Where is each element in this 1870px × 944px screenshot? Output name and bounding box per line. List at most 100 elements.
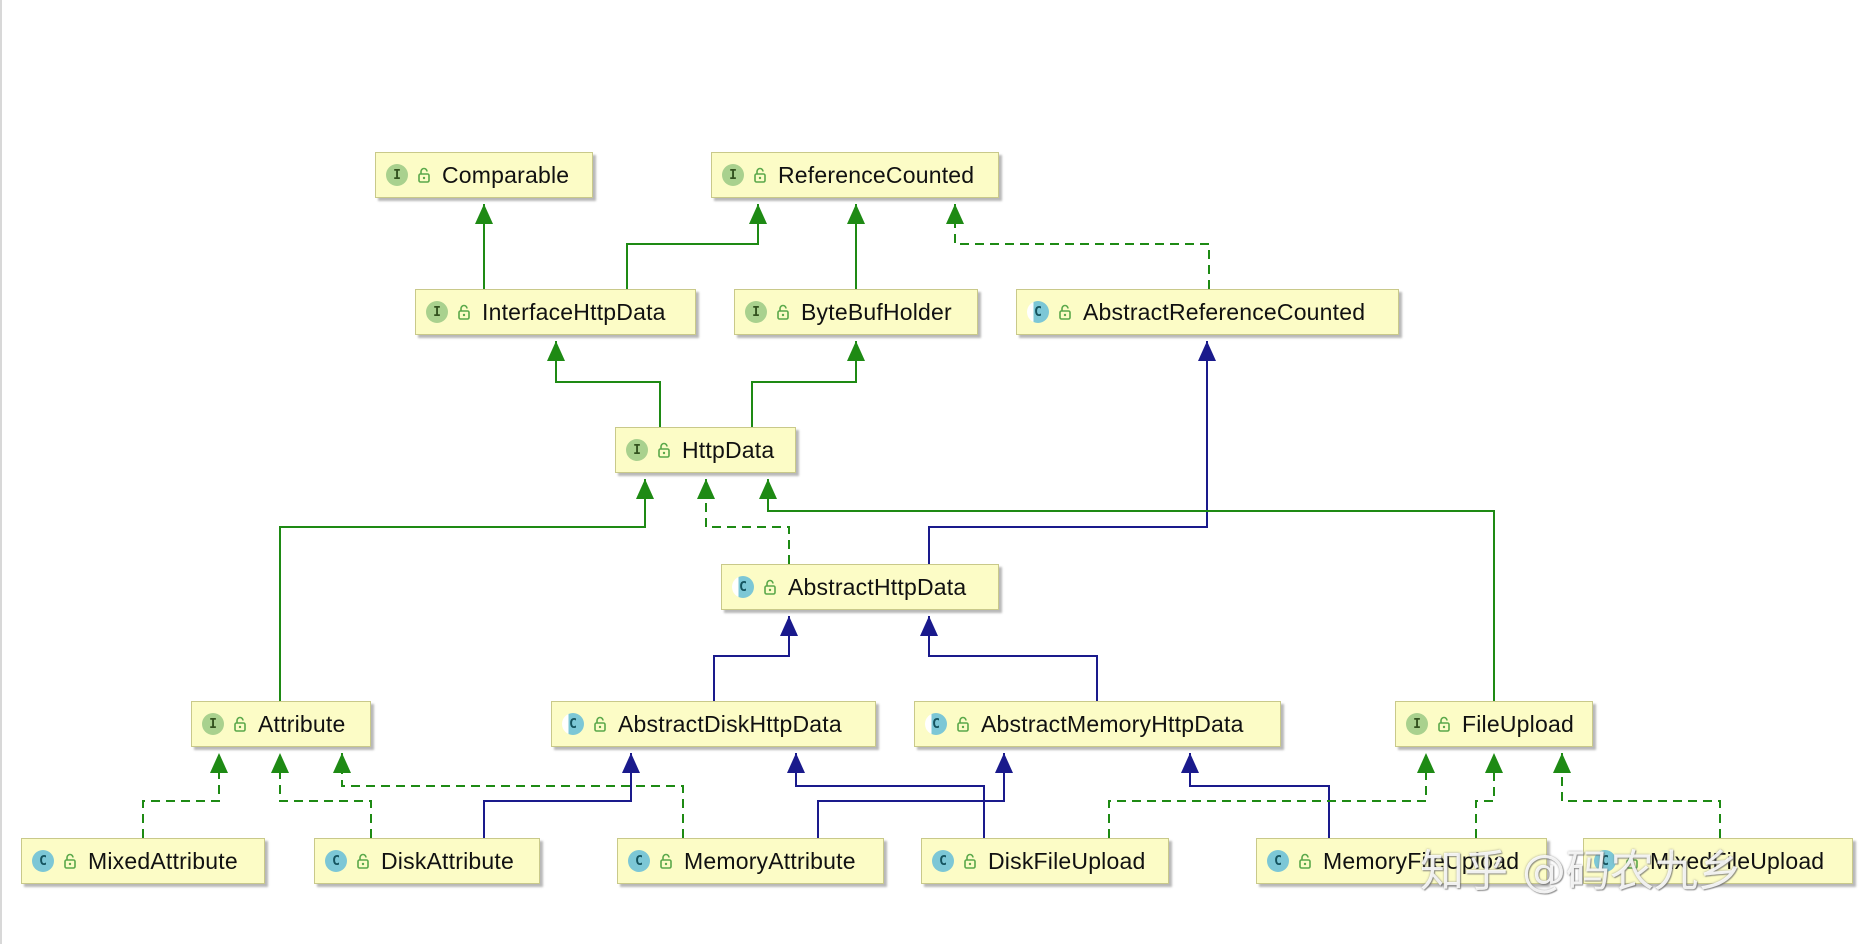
- edge-memoryattribute-to-abstractmemoryhttpdata: [817, 753, 1013, 838]
- edge-line: [713, 616, 790, 701]
- edge-httpdata-to-interfacehttpdata: [547, 341, 661, 427]
- window-left-border: [0, 0, 2, 944]
- node-label: AbstractReferenceCounted: [1083, 298, 1366, 325]
- edge-mixedfileupload-to-fileupload: [1553, 753, 1721, 838]
- interface-badge-icon: I: [1406, 713, 1428, 735]
- edge-interfacehttpdata-to-referencecounted: [626, 204, 767, 289]
- public-visibility-icon: [752, 166, 768, 184]
- edge-abstractmemoryhttpdata-to-abstracthttpdata: [920, 616, 1098, 701]
- node-label: HttpData: [682, 436, 775, 463]
- node-fileupload[interactable]: I FileUpload: [1395, 701, 1593, 747]
- edge-arrowhead: [1198, 341, 1216, 361]
- public-visibility-icon: [762, 578, 778, 596]
- public-visibility-icon: [1057, 303, 1073, 321]
- edge-arrowhead: [271, 753, 289, 773]
- public-visibility-icon: [1297, 852, 1313, 870]
- edge-diskattribute-to-attribute: [271, 753, 372, 838]
- edge-arrowhead: [787, 753, 805, 773]
- edge-line: [279, 753, 372, 838]
- edge-line: [705, 479, 790, 564]
- class-badge-icon: C: [1594, 850, 1616, 872]
- public-visibility-icon: [232, 715, 248, 733]
- node-label: MemoryFileUpload: [1323, 847, 1520, 874]
- interface-badge-icon: I: [745, 301, 767, 323]
- node-label: Attribute: [258, 710, 346, 737]
- abstract-class-badge-icon: C: [925, 713, 947, 735]
- node-label: ByteBufHolder: [801, 298, 952, 325]
- edge-arrowhead: [636, 479, 654, 499]
- node-abstracthttpdata[interactable]: C AbstractHttpData: [721, 564, 999, 610]
- edge-arrowhead: [759, 479, 777, 499]
- edge-arrowhead: [946, 204, 964, 224]
- node-bytebufholder[interactable]: I ByteBufHolder: [734, 289, 978, 335]
- class-badge-icon: C: [32, 850, 54, 872]
- node-abstractmemoryhttpdata[interactable]: C AbstractMemoryHttpData: [914, 701, 1281, 747]
- edge-httpdata-to-bytebufholder: [751, 341, 865, 427]
- node-label: AbstractHttpData: [788, 573, 967, 600]
- edge-arrowhead: [547, 341, 565, 361]
- public-visibility-icon: [962, 852, 978, 870]
- edge-line: [954, 204, 1210, 289]
- public-visibility-icon: [456, 303, 472, 321]
- edge-arrowhead: [697, 479, 715, 499]
- watermark: 知乎 @码农九乡: [1420, 846, 1742, 897]
- class-badge-icon: C: [628, 850, 650, 872]
- public-visibility-icon: [656, 441, 672, 459]
- node-label: AbstractDiskHttpData: [618, 710, 842, 737]
- edge-abstractdiskhttpdata-to-abstracthttpdata: [713, 616, 798, 701]
- node-memoryattribute[interactable]: C MemoryAttribute: [617, 838, 884, 884]
- node-label: MemoryAttribute: [684, 847, 856, 874]
- edge-memoryattribute-to-attribute: [333, 753, 684, 838]
- node-label: Comparable: [442, 161, 570, 188]
- node-label: AbstractMemoryHttpData: [981, 710, 1244, 737]
- node-label: MixedAttribute: [88, 847, 238, 874]
- public-visibility-icon: [1436, 715, 1452, 733]
- edge-fileupload-to-httpdata: [759, 479, 1495, 701]
- abstract-class-badge-icon: C: [732, 576, 754, 598]
- public-visibility-icon: [1624, 852, 1640, 870]
- interface-badge-icon: I: [386, 164, 408, 186]
- edge-line: [555, 341, 661, 427]
- class-badge-icon: C: [932, 850, 954, 872]
- node-comparable[interactable]: I Comparable: [375, 152, 593, 198]
- interface-badge-icon: I: [626, 439, 648, 461]
- public-visibility-icon: [62, 852, 78, 870]
- edge-line: [483, 753, 632, 838]
- interface-badge-icon: I: [722, 164, 744, 186]
- edge-arrowhead: [1553, 753, 1571, 773]
- edge-line: [626, 204, 759, 289]
- node-label: MixedFileUpload: [1650, 847, 1825, 874]
- public-visibility-icon: [775, 303, 791, 321]
- edge-abstracthttpdata-to-abstractreferencecounted: [928, 341, 1216, 564]
- public-visibility-icon: [416, 166, 432, 184]
- public-visibility-icon: [355, 852, 371, 870]
- edge-diskfileupload-to-fileupload: [1108, 753, 1435, 838]
- edge-arrowhead: [920, 616, 938, 636]
- edge-line: [1561, 753, 1721, 838]
- edges-layer: [142, 204, 1721, 838]
- edge-interfacehttpdata-to-comparable: [475, 204, 493, 289]
- edge-line: [1108, 753, 1427, 838]
- edge-arrowhead: [1417, 753, 1435, 773]
- edge-arrowhead: [847, 204, 865, 224]
- abstract-class-badge-icon: C: [1027, 301, 1049, 323]
- node-mixedfileupload[interactable]: C MixedFileUpload: [1583, 838, 1853, 884]
- node-mixedattribute[interactable]: C MixedAttribute: [21, 838, 265, 884]
- edge-arrowhead: [210, 753, 228, 773]
- edge-abstracthttpdata-to-httpdata: [697, 479, 790, 564]
- node-httpdata[interactable]: I HttpData: [615, 427, 796, 473]
- edge-line: [142, 753, 220, 838]
- edge-arrowhead: [333, 753, 351, 773]
- edge-memoryfileupload-to-abstractmemoryhttpdata: [1181, 753, 1330, 838]
- edge-memoryfileupload-to-fileupload: [1475, 753, 1503, 838]
- node-label: FileUpload: [1462, 710, 1574, 737]
- node-abstractreferencecounted[interactable]: C AbstractReferenceCounted: [1016, 289, 1399, 335]
